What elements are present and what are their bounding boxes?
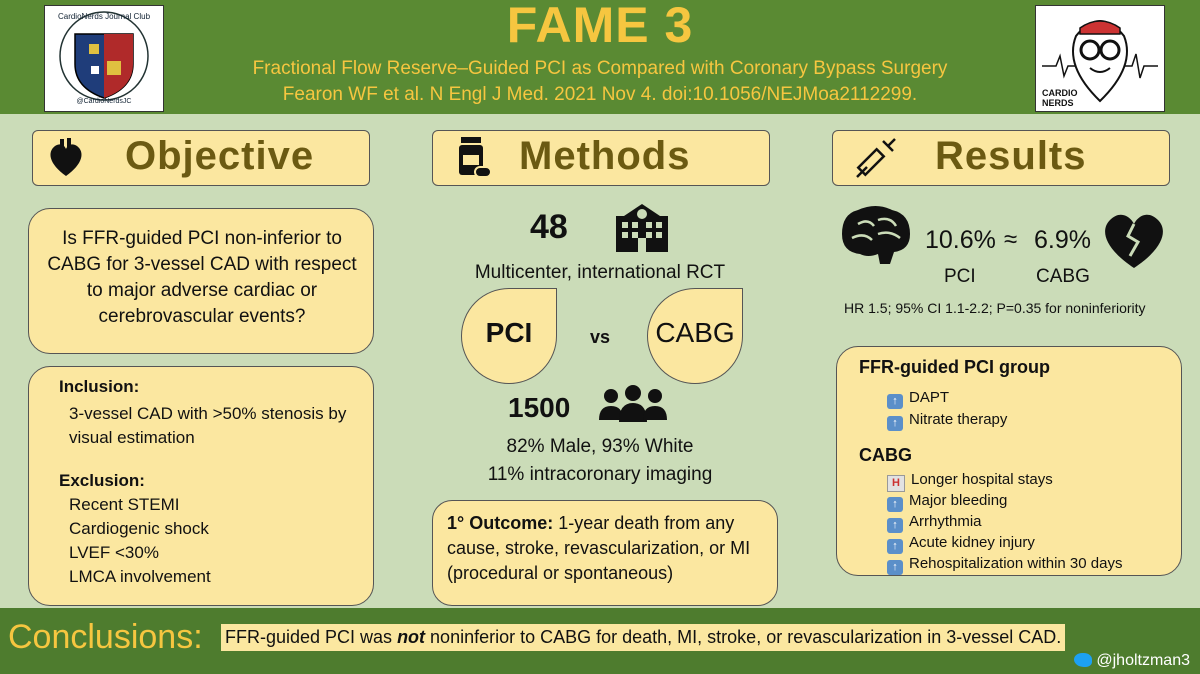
objective-question-box: Is FFR-guided PCI non-inferior to CABG f… — [28, 208, 374, 354]
syringe-icon — [853, 135, 899, 186]
cabg-group-item: ↑ Arrhythmia — [887, 513, 982, 533]
citation: Fearon WF et al. N Engl J Med. 2021 Nov … — [282, 84, 918, 105]
people-group-icon — [597, 384, 669, 429]
cabg-group-item: H Longer hospital stays — [887, 471, 1053, 492]
page-subtitle: Fractional Flow Reserve–Guided PCI as Co… — [252, 58, 948, 79]
exclusion-item: LVEF <30% — [69, 543, 159, 562]
twitter-handle-text: @jholtzman3 — [1096, 652, 1190, 669]
cardionerds-logo: CARDIO NERDS — [1035, 5, 1165, 112]
cardio-nerd-mascot-icon — [1042, 20, 1158, 103]
versus-label: vs — [590, 327, 611, 347]
logo-left-title: CardioNerds Journal Club — [57, 12, 151, 21]
methods-header: Methods — [432, 130, 770, 186]
objective-header: Objective — [32, 130, 370, 186]
pci-arm-drop: PCI — [461, 288, 557, 384]
results-header: Results — [832, 130, 1170, 186]
approx-equal: ≈ — [1004, 226, 1018, 253]
eligibility-box: Inclusion: 3-vessel CAD with >50% stenos… — [28, 366, 374, 606]
pci-rate-label: PCI — [944, 266, 976, 287]
exclusion-item: LMCA involvement — [69, 567, 211, 586]
inclusion-label: Inclusion: — [59, 377, 140, 396]
hazard-ratio-stats: HR 1.5; 95% CI 1.1-2.2; P=0.35 for nonin… — [844, 300, 1146, 316]
conclusion-bar: Conclusions: FFR-guided PCI was not noni… — [0, 608, 1200, 674]
cabg-arm-label: CABG — [655, 317, 735, 348]
pci-event-rate: 10.6% — [925, 226, 996, 254]
conclusion-label: Conclusions: — [8, 618, 203, 656]
broken-heart-icon — [1100, 210, 1168, 275]
cardionerds-journal-club-logo: CardioNerds Journal Club @CardioNerdsJC — [44, 5, 164, 112]
cabg-group-item-label: Acute kidney injury — [909, 534, 1035, 551]
intracoronary-imaging: 11% intracoronary imaging — [487, 464, 713, 485]
brain-icon — [838, 204, 914, 277]
cabg-event-rate: 6.9% — [1034, 226, 1091, 254]
primary-outcome-box: 1° Outcome: 1-year death from any cause,… — [432, 500, 778, 606]
cabg-arm-drop: CABG — [647, 288, 743, 384]
up-arrow-icon: ↑ — [887, 394, 903, 409]
cabg-group-heading: CABG — [859, 445, 912, 465]
exclusion-label: Exclusion: — [59, 471, 145, 490]
patient-count: 1500 — [508, 392, 571, 423]
sites-count: 48 — [530, 208, 568, 246]
up-arrow-icon: ↑ — [887, 539, 903, 554]
objective-question: Is FFR-guided PCI non-inferior to CABG f… — [47, 228, 357, 327]
study-design: Multicenter, international RCT — [474, 262, 726, 283]
heart-icon — [47, 138, 85, 183]
logo-right-text: CARDIO NERDS — [1042, 88, 1078, 108]
cabg-group-item: ↑ Rehospitalization within 30 days — [887, 555, 1122, 575]
hospital-icon — [610, 200, 674, 259]
exclusion-item: Recent STEMI — [69, 495, 180, 514]
primary-outcome-label: 1° Outcome: — [447, 513, 554, 533]
up-arrow-icon: ↑ — [887, 560, 903, 575]
cabg-group-item-label: Major bleeding — [909, 492, 1008, 509]
twitter-bird-icon — [1074, 653, 1093, 667]
page-title: FAME 3 — [506, 0, 694, 53]
cabg-group-item-label: Rehospitalization within 30 days — [909, 555, 1123, 572]
logo-left-handle: @CardioNerdsJC — [76, 98, 132, 105]
cabg-group-item: ↑ Acute kidney injury — [887, 534, 1035, 554]
pci-group-heading: FFR-guided PCI group — [859, 357, 1050, 377]
header-banner: CardioNerds Journal Club @CardioNerdsJC … — [0, 0, 1200, 114]
results-heading: Results — [935, 134, 1087, 178]
cabg-rate-label: CABG — [1036, 266, 1090, 287]
inclusion-text: 3-vessel CAD with >50% stenosis by visua… — [69, 404, 347, 447]
demographics: 82% Male, 93% White — [506, 436, 694, 457]
conclusion-text-after: noninferior to CABG for death, MI, strok… — [425, 627, 1062, 647]
up-arrow-icon: ↑ — [887, 497, 903, 512]
primary-outcome-text: 1-year death from any cause, stroke, rev… — [447, 513, 751, 583]
medication-bottle-icon — [457, 137, 492, 184]
cabg-group-item: ↑ Major bleeding — [887, 492, 1007, 512]
pci-group-item: ↑ DAPT — [887, 389, 949, 409]
secondary-results-box: FFR-guided PCI group ↑ DAPT ↑ Nitrate ther… — [836, 346, 1182, 576]
hospital-bed-icon: H — [887, 475, 905, 492]
primary-outcome: 1° Outcome: 1-year death from any cause,… — [447, 511, 767, 586]
cabg-group-item-label: Arrhythmia — [909, 513, 982, 530]
methods-heading: Methods — [519, 134, 691, 178]
twitter-handle[interactable]: @jholtzman3 — [1074, 652, 1190, 670]
exclusion-item: Cardiogenic shock — [69, 519, 209, 538]
conclusion-text: FFR-guided PCI was not noninferior to CA… — [221, 624, 1066, 651]
main-panel: Objective Is FFR-guided PCI non-inferior… — [0, 114, 1200, 608]
conclusion-text-before: FFR-guided PCI was — [225, 627, 398, 647]
objective-heading: Objective — [125, 134, 315, 178]
shield-logo-icon — [59, 11, 149, 101]
pci-arm-label: PCI — [485, 317, 533, 348]
up-arrow-icon: ↑ — [887, 416, 903, 431]
pci-group-item-label: DAPT — [909, 389, 950, 406]
pci-group-item-label: Nitrate therapy — [909, 411, 1008, 428]
up-arrow-icon: ↑ — [887, 518, 903, 533]
pci-group-item: ↑ Nitrate therapy — [887, 411, 1007, 431]
conclusion-emphasis: not — [397, 627, 426, 647]
cabg-group-item-label: Longer hospital stays — [911, 471, 1053, 488]
